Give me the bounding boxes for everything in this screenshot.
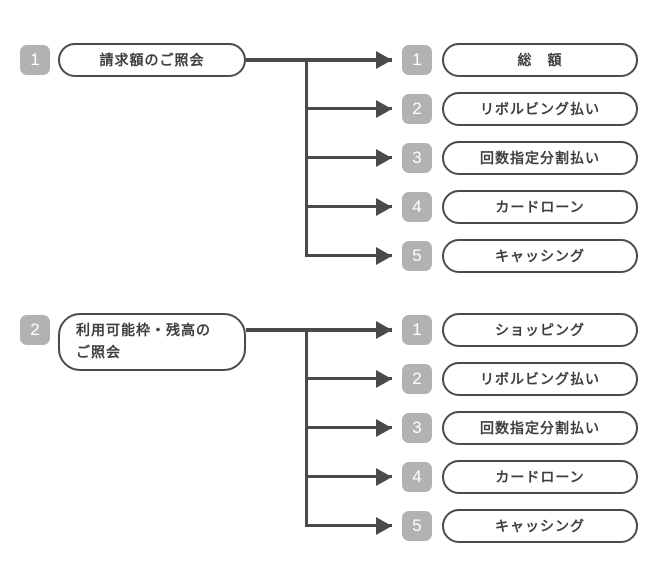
group-2-item-4[interactable]: カードローン bbox=[442, 460, 638, 494]
group-1-item-4[interactable]: カードローン bbox=[442, 190, 638, 224]
group-2-item-5[interactable]: キャッシング bbox=[442, 509, 638, 543]
group-2-arrow-5-icon bbox=[376, 517, 392, 535]
group-1-branch-2 bbox=[305, 107, 392, 110]
group-1-branch-5 bbox=[305, 254, 392, 257]
group-2-label-line-1: 利用可能枠・残高の bbox=[76, 322, 211, 339]
group-2-arrow-2-icon bbox=[376, 370, 392, 388]
group-1-item-3[interactable]: 回数指定分割払い bbox=[442, 141, 638, 175]
group-2-branch-3 bbox=[305, 426, 392, 429]
group-2-item-3-badge: 3 bbox=[402, 413, 432, 443]
group-1-label[interactable]: 請求額のご照会 bbox=[58, 43, 246, 77]
group-2-branch-2 bbox=[305, 377, 392, 380]
group-1-branch-4 bbox=[305, 205, 392, 208]
group-1-item-1-badge: 1 bbox=[402, 45, 432, 75]
group-1-item-4-badge: 4 bbox=[402, 192, 432, 222]
group-2-item-2-badge: 2 bbox=[402, 364, 432, 394]
group-2-item-1-badge: 1 bbox=[402, 315, 432, 345]
group-1-item-2[interactable]: リボルビング払い bbox=[442, 92, 638, 126]
group-1-arrow-5-icon bbox=[376, 247, 392, 265]
group-1-arrow-3-icon bbox=[376, 149, 392, 167]
group-2-branch-5 bbox=[305, 524, 392, 527]
group-2-badge: 2 bbox=[20, 315, 50, 345]
group-1-arrow-4-icon bbox=[376, 198, 392, 216]
group-1-item-2-badge: 2 bbox=[402, 94, 432, 124]
group-1-trunk-line bbox=[246, 58, 392, 62]
group-2-label[interactable]: 利用可能枠・残高の ご照会 bbox=[58, 313, 246, 371]
group-2-arrow-4-icon bbox=[376, 468, 392, 486]
group-2-item-4-badge: 4 bbox=[402, 462, 432, 492]
group-1-arrow-1-icon bbox=[376, 51, 392, 69]
group-2-label-line-2: ご照会 bbox=[76, 344, 121, 360]
group-1-arrow-2-icon bbox=[376, 100, 392, 118]
group-2-arrow-1-icon bbox=[376, 321, 392, 339]
group-2-label-text: 利用可能枠・残高の ご照会 bbox=[76, 320, 211, 363]
group-2-item-5-badge: 5 bbox=[402, 511, 432, 541]
group-1-branch-3 bbox=[305, 156, 392, 159]
group-2-item-3[interactable]: 回数指定分割払い bbox=[442, 411, 638, 445]
group-1-item-5-badge: 5 bbox=[402, 241, 432, 271]
group-2-branch-4 bbox=[305, 475, 392, 478]
group-1-badge: 1 bbox=[20, 45, 50, 75]
group-1-item-1[interactable]: 総 額 bbox=[442, 43, 638, 77]
group-2-item-1[interactable]: ショッピング bbox=[442, 313, 638, 347]
group-1-item-3-badge: 3 bbox=[402, 143, 432, 173]
group-2-trunk-line bbox=[246, 328, 392, 332]
group-1-item-5[interactable]: キャッシング bbox=[442, 239, 638, 273]
group-2-item-2[interactable]: リボルビング払い bbox=[442, 362, 638, 396]
group-2-arrow-3-icon bbox=[376, 419, 392, 437]
